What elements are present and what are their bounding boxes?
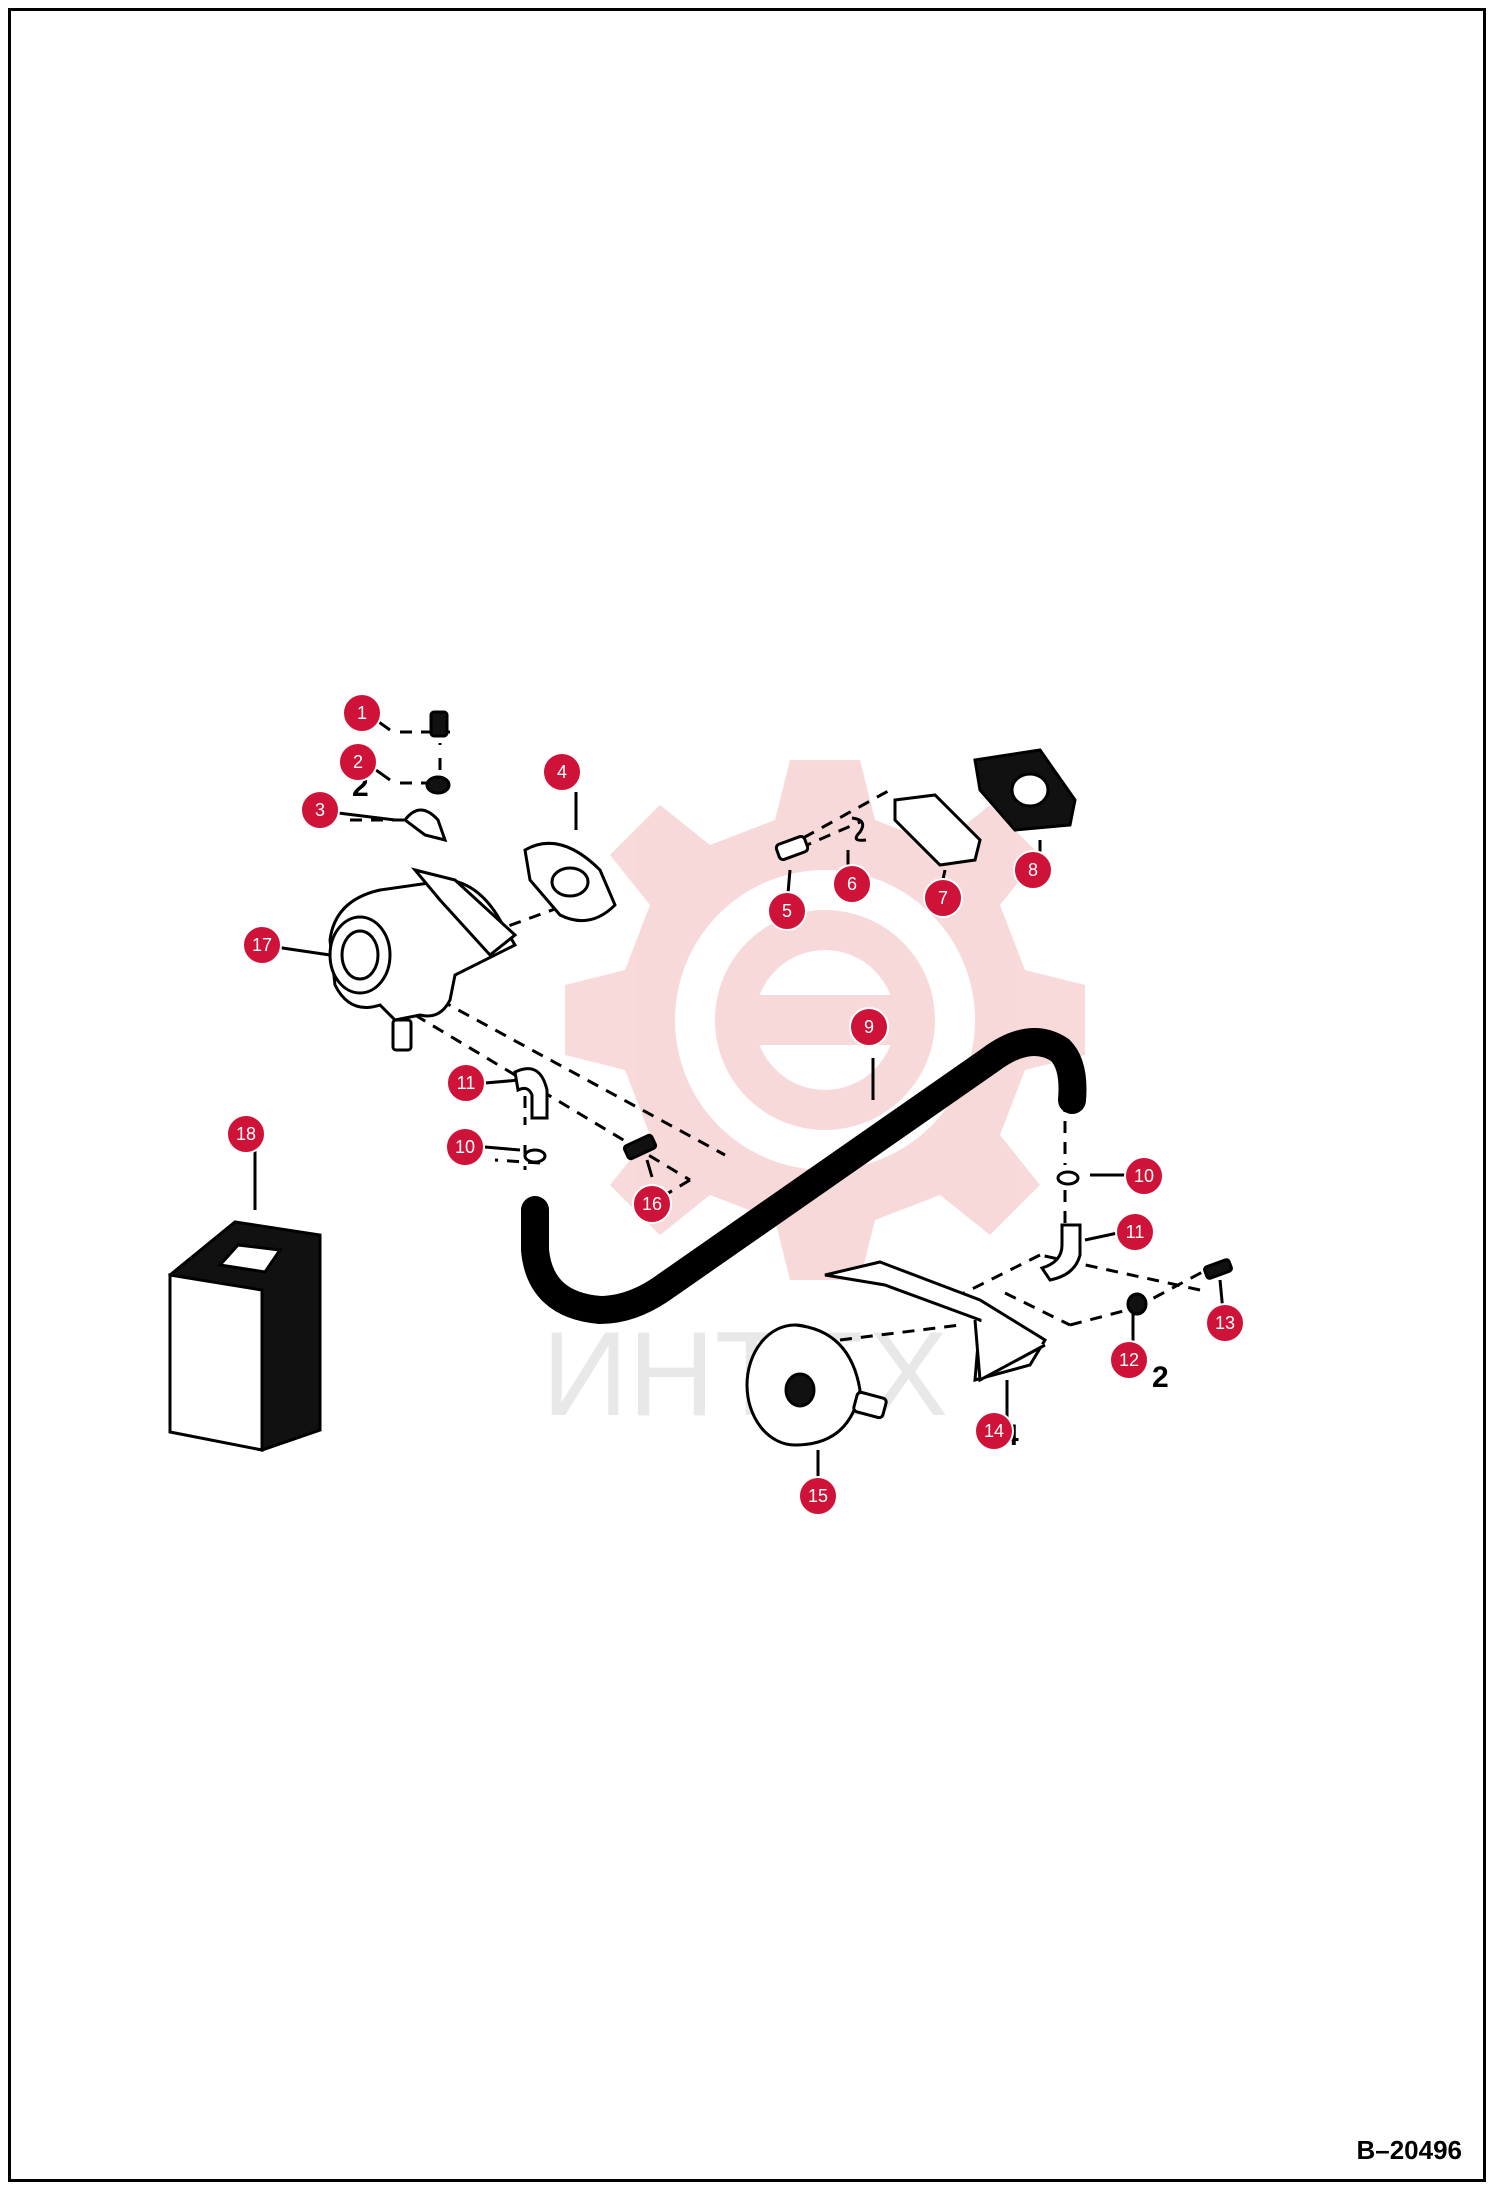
callout-10-right: 10 [1124,1156,1164,1196]
part-gasket-4 [523,841,617,923]
callout-17: 17 [242,925,282,965]
part-bolt-5 [774,834,810,862]
callout-3: 3 [300,790,340,830]
callout-15-label: 15 [808,1486,828,1506]
callout-16: 16 [632,1184,672,1224]
callout-7: 7 [923,878,963,918]
callout-11-left: 11 [446,1063,486,1103]
callout-8: 8 [1013,850,1053,890]
part-washer-2 [425,775,451,795]
svg-text:2: 2 [1152,1361,1169,1394]
callout-10-left-label: 10 [455,1137,475,1157]
callout-9-label: 9 [864,1017,874,1037]
part-bolt-13 [1203,1258,1233,1280]
callout-2-label: 2 [353,752,363,772]
callout-11-right-label: 11 [1126,1222,1145,1242]
part-gasket-8 [973,748,1077,832]
callout-12: 12 [1109,1340,1149,1380]
callout-6-label: 6 [847,874,857,894]
callout-18: 18 [226,1114,266,1154]
callout-1-label: 1 [357,703,367,723]
callout-2: 2 [338,742,378,782]
part-oring-10-left [523,1148,547,1164]
callout-15: 15 [798,1476,838,1516]
callout-8-label: 8 [1028,860,1038,880]
callout-10-left: 10 [445,1127,485,1167]
callout-6: 6 [832,864,872,904]
callout-14-label: 14 [984,1421,1004,1441]
callout-13-label: 13 [1215,1313,1235,1333]
callout-4-label: 4 [557,762,567,782]
part-battery-18 [168,1220,322,1452]
drawing-frame [8,8,1486,2182]
callout-5-label: 5 [782,901,792,921]
part-bracket-14 [824,1260,1048,1383]
callout-9: 9 [849,1007,889,1047]
part-housing-17 [328,867,518,1052]
callout-4: 4 [542,752,582,792]
part-nut-12 [1126,1292,1148,1316]
part-bolt-1 [429,710,449,738]
callout-11-right: 11 [1115,1212,1155,1252]
callout-16-label: 16 [642,1194,662,1214]
part-elbow-11-right [1039,1223,1082,1282]
part-elbow-11-left [513,1067,549,1120]
part-plate-7 [893,793,982,867]
callout-1: 1 [342,693,382,733]
callout-17-label: 17 [252,935,272,955]
callout-7-label: 7 [938,888,948,908]
callout-10-right-label: 10 [1134,1166,1154,1186]
watermark-text: ИНТЕХ [542,1307,948,1441]
drawing-number: B–20496 [1356,2135,1462,2165]
part-oring-10-right [1056,1170,1080,1186]
callout-3-label: 3 [315,800,325,820]
part-pump-15 [745,1323,888,1447]
part-washer-6 [851,816,867,842]
callout-14: 14 [974,1411,1014,1451]
part-hose-9 [521,1028,1087,1325]
callout-5: 5 [767,891,807,931]
part-clip-3 [402,808,448,843]
callout-11-left-label: 11 [457,1073,476,1093]
part-bolt-16 [622,1133,658,1161]
callout-18-label: 18 [236,1124,256,1144]
callout-13: 13 [1205,1303,1245,1343]
callout-12-label: 12 [1119,1350,1139,1370]
